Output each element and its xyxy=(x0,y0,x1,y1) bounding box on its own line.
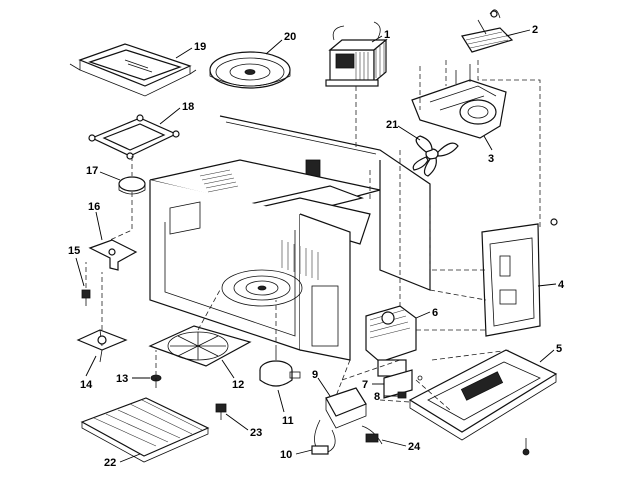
part-12-bottom-cover xyxy=(148,325,252,367)
callout-20: 20 xyxy=(284,31,296,43)
callout-9: 9 xyxy=(312,369,318,381)
callout-22: 22 xyxy=(104,457,116,469)
callout-4: 4 xyxy=(558,279,565,291)
part-18-roller-ring xyxy=(88,114,180,160)
part-4-side-panel xyxy=(481,218,558,337)
part-2-fan-motor xyxy=(461,9,514,53)
part-8-screw xyxy=(397,391,407,399)
part-13-bolt xyxy=(150,374,162,388)
part-9-capacitor xyxy=(311,387,367,455)
part-19-filter-tray xyxy=(69,43,197,97)
part-22-rack xyxy=(80,397,210,463)
part-17-coupling xyxy=(118,176,146,195)
callout-7: 7 xyxy=(362,379,368,391)
alignment-lines xyxy=(85,60,541,411)
part-24-diode xyxy=(361,425,383,445)
part-5-bottom-plate xyxy=(408,349,558,456)
callout-13: 13 xyxy=(116,373,128,385)
callout-2: 2 xyxy=(532,24,538,36)
callout-12: 12 xyxy=(232,379,244,391)
callout-17: 17 xyxy=(86,165,98,177)
part-14-stirrer-cover xyxy=(76,329,128,363)
callout-3: 3 xyxy=(488,153,494,165)
part-23-fastener xyxy=(215,403,227,420)
callout-8: 8 xyxy=(374,391,380,403)
part-6-magnetron xyxy=(365,305,417,377)
part-21-fan-blade xyxy=(412,135,459,177)
oven-cabinet xyxy=(149,115,431,361)
callout-6: 6 xyxy=(432,307,438,319)
callout-16: 16 xyxy=(88,201,100,213)
part-7-bracket xyxy=(383,369,423,399)
part-20-turntable xyxy=(209,51,291,89)
callout-1: 1 xyxy=(384,29,390,41)
leader-lines xyxy=(75,29,557,463)
callout-18: 18 xyxy=(182,101,194,113)
part-11-turntable-motor xyxy=(259,350,301,387)
callout-5: 5 xyxy=(556,343,562,355)
part-1-transformer xyxy=(325,21,388,87)
callout-23: 23 xyxy=(250,427,262,439)
callout-11: 11 xyxy=(282,415,294,427)
callout-15: 15 xyxy=(68,245,80,257)
callout-19: 19 xyxy=(194,41,206,53)
callout-10: 10 xyxy=(280,449,292,461)
callout-21: 21 xyxy=(386,119,398,131)
callout-labels: 1 2 3 4 5 6 7 8 9 10 11 12 13 14 15 16 1… xyxy=(68,24,565,469)
part-15-screw xyxy=(81,289,91,306)
callout-14: 14 xyxy=(80,379,93,391)
part-16-stirrer xyxy=(88,239,138,271)
callout-24: 24 xyxy=(408,441,421,453)
part-3-blower-housing xyxy=(411,64,507,139)
